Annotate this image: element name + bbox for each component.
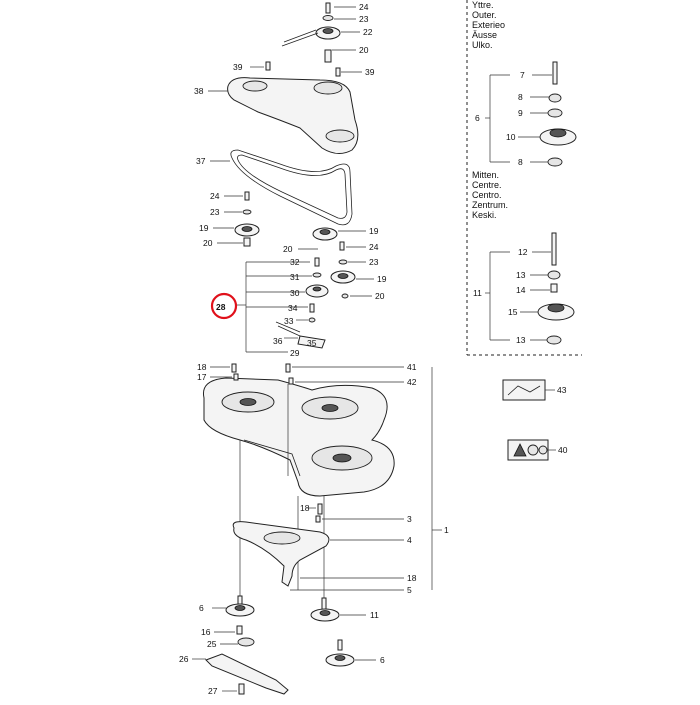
callout-27: 27 xyxy=(208,686,218,696)
callout-13-lower: 13 xyxy=(516,335,526,345)
callout-8-lower: 8 xyxy=(518,157,523,167)
callout-11-main: 11 xyxy=(370,610,379,620)
decal-43: 43 xyxy=(502,379,567,401)
top-idler-assembly: 24 23 22 20 39 xyxy=(281,2,375,77)
callout-14: 14 xyxy=(516,285,526,295)
callout-20-left: 20 xyxy=(203,238,213,248)
label-center-de: Zentrum. xyxy=(472,200,508,210)
label-outer-sv: Yttre. xyxy=(472,0,494,10)
callout-23-left: 23 xyxy=(210,207,220,217)
callout-3: 3 xyxy=(407,514,412,524)
callout-31: 31 xyxy=(290,272,300,282)
callout-33: 33 xyxy=(284,316,294,326)
callout-29: 29 xyxy=(290,348,300,358)
callout-22: 22 xyxy=(363,27,373,37)
callout-39-right: 39 xyxy=(365,67,375,77)
callout-38: 38 xyxy=(194,86,204,96)
callout-6-left: 6 xyxy=(199,603,204,613)
callout-15: 15 xyxy=(508,307,518,317)
decal-40: 40 xyxy=(507,439,568,461)
callout-6-right: 6 xyxy=(380,655,385,665)
inset-center-labels: Mitten. Centre. Centro. Zentrum. Keski. xyxy=(472,170,508,220)
left-idler-assembly: 24 23 19 20 xyxy=(199,191,260,248)
callout-8: 8 xyxy=(518,92,523,102)
drive-belt-37: 37 xyxy=(196,149,353,226)
callout-4: 4 xyxy=(407,535,412,545)
callout-25: 25 xyxy=(207,639,217,649)
callout-13: 13 xyxy=(516,270,526,280)
callout-19-left: 19 xyxy=(199,223,209,233)
label-center-fr: Centro. xyxy=(472,190,502,200)
left-spindle-blade: 6 16 25 26 27 xyxy=(179,595,289,696)
callout-41: 41 xyxy=(407,362,417,372)
center-idler-19: 19 20 xyxy=(283,226,379,254)
callout-12: 12 xyxy=(518,247,528,257)
callout-37: 37 xyxy=(196,156,206,166)
callout-11-inset: 11 xyxy=(473,288,482,298)
label-center-en: Centre. xyxy=(472,180,502,190)
inset-outer-labels: Yttre. Outer. Exterieo Äusse Ulko. xyxy=(472,0,505,50)
callout-5: 5 xyxy=(407,585,412,595)
bolt-39-left: 39 xyxy=(233,61,271,72)
center-spindle-main: 11 xyxy=(310,597,379,622)
callout-17: 17 xyxy=(197,372,207,382)
callout-24-right: 24 xyxy=(369,242,379,252)
callout-23-right: 23 xyxy=(369,257,379,267)
callout-35: 35 xyxy=(307,338,317,348)
callout-18-low: 18 xyxy=(407,573,417,583)
label-outer-fr: Exterieo xyxy=(472,20,505,30)
label-outer-fi: Ulko. xyxy=(472,40,493,50)
label-center-fi: Keski. xyxy=(472,210,497,220)
callout-26: 26 xyxy=(179,654,189,664)
callout-42: 42 xyxy=(407,377,417,387)
right-spindle-main: 6 xyxy=(325,639,385,667)
callout-34: 34 xyxy=(288,303,298,313)
right-idler-assembly: 24 23 19 20 xyxy=(330,241,387,301)
callout-19-right: 19 xyxy=(377,274,387,284)
callout-28: 28 xyxy=(216,302,226,312)
callout-10: 10 xyxy=(506,132,516,142)
callout-7: 7 xyxy=(520,70,525,80)
callout-40: 40 xyxy=(558,445,568,455)
callout-1: 1 xyxy=(444,525,449,535)
outer-spindle-assembly: 7 8 9 10 8 6 xyxy=(475,61,577,167)
callout-24-top: 24 xyxy=(359,2,369,12)
callout-30: 30 xyxy=(290,288,300,298)
callout-20-top: 20 xyxy=(359,45,369,55)
callout-18-mid: 18 xyxy=(300,503,310,513)
callout-16: 16 xyxy=(201,627,211,637)
callout-23-top: 23 xyxy=(359,14,369,24)
highlight-circle-28 xyxy=(210,292,238,320)
callout-24-left: 24 xyxy=(210,191,220,201)
callout-36: 36 xyxy=(273,336,283,346)
callout-19-center: 19 xyxy=(369,226,379,236)
tensioner-assembly-28: 32 31 30 34 33 36 35 29 28 xyxy=(210,257,329,358)
mower-deck-1: 18 17 41 42 xyxy=(197,362,417,497)
belt-cover-38: 38 xyxy=(194,77,359,154)
callout-20-right: 20 xyxy=(375,291,385,301)
center-spindle-assembly: 12 13 14 15 13 11 xyxy=(473,232,575,345)
callout-20-center: 20 xyxy=(283,244,293,254)
callout-9: 9 xyxy=(518,108,523,118)
callout-32: 32 xyxy=(290,257,300,267)
label-outer-de: Äusse xyxy=(472,30,497,40)
label-outer-en: Outer. xyxy=(472,10,497,20)
callout-39-left: 39 xyxy=(233,62,243,72)
callout-43: 43 xyxy=(557,385,567,395)
bracket-4: 18 3 4 18 5 xyxy=(232,503,417,595)
callout-6-inset: 6 xyxy=(475,113,480,123)
label-center-sv: Mitten. xyxy=(472,170,499,180)
callout-18-left: 18 xyxy=(197,362,207,372)
